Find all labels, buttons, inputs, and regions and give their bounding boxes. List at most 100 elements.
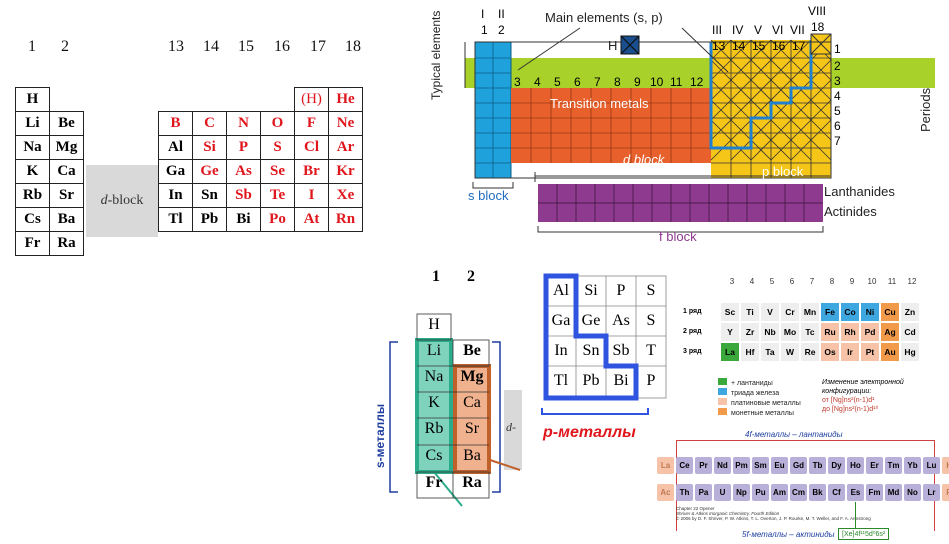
element-cell: He (328, 87, 363, 112)
s-block-label: s block (468, 188, 509, 203)
element-cell: Ru (820, 322, 840, 342)
element-cell: C (192, 111, 227, 136)
element-cell: Tm (885, 457, 902, 474)
group-roman: VI (772, 23, 783, 37)
credit-block: Chapter 22 Opener Shriver & Atkins Inorg… (676, 506, 871, 521)
legend-item: + лантаниды (718, 378, 801, 388)
element-cell: V (760, 302, 780, 322)
element-cell: Sn (192, 183, 227, 208)
group-roman: IV (732, 23, 743, 37)
element-cell: Pa (695, 484, 712, 501)
group-number: 1 (28, 38, 36, 55)
p-block-label: p block (762, 164, 804, 179)
element-cell: Nb (760, 322, 780, 342)
group-number: 14 (203, 38, 219, 55)
element-cell: Pd (860, 322, 880, 342)
element-cell: Cl (294, 135, 329, 160)
f5-label: 5f-металлы – актиниды (742, 530, 835, 539)
element-cell: Zr (740, 322, 760, 342)
period-num: 4 (834, 89, 841, 103)
element-cell: K (428, 394, 440, 411)
element-cell: T (646, 342, 656, 359)
element-cell: Na (424, 368, 444, 385)
group-num: 8 (829, 277, 835, 286)
element-cell: Rf (942, 484, 949, 501)
element-cell: Sb (612, 342, 630, 359)
group-roman: II (498, 7, 505, 21)
element-cell: Ni (860, 302, 880, 322)
element-cell: As (612, 312, 630, 329)
d-group-numbers: 3 4 5 6 7 8 9 10 11 12 (722, 277, 922, 286)
typical-elements-band (465, 58, 935, 88)
element-cell: Re (800, 342, 820, 362)
actinides-label: Actinides (824, 204, 877, 219)
row-label: 2 ряд (683, 328, 702, 335)
d-block-label-italic: d (100, 193, 108, 208)
credit-line: Chapter 22 Opener (676, 506, 715, 511)
element-cell: Fe (820, 302, 840, 322)
element-cell: Co (840, 302, 860, 322)
element-cell: Ba (463, 447, 481, 464)
element-cell: Se (260, 159, 295, 184)
element-cell: Yb (904, 457, 921, 474)
element-cell: At (294, 207, 329, 232)
element-cell: Am (771, 484, 788, 501)
element-cell: Pm (733, 457, 750, 474)
element-cell: Ca (463, 394, 481, 411)
group-number: 13 (168, 38, 184, 55)
element-cell: Er (866, 457, 883, 474)
element-cell: Cs (425, 447, 443, 464)
group-num: 15 (752, 39, 766, 53)
config-note: Изменение электронной конфигурации: от [… (822, 378, 914, 414)
transition-label: Transition metals (550, 96, 649, 111)
element-cell: In (158, 183, 193, 208)
element-cell: In (554, 342, 568, 359)
actinides-row: Ac Th Pa U Np Pu Am Cm Bk Cf Es Fm Md No… (656, 484, 949, 501)
s-block-grid (475, 42, 511, 178)
element-cell: Os (820, 342, 840, 362)
main-pointer-right (681, 27, 729, 73)
element-cell: Mn (800, 302, 820, 322)
element-cell: H (428, 316, 440, 333)
transition-num: 5 (554, 75, 561, 89)
note-line: от [Ng]ns²(n-1)d¹ (822, 397, 875, 404)
element-cell: Be (463, 342, 481, 359)
element-cell: Th (676, 484, 693, 501)
element-cell: Sr (464, 420, 480, 437)
group-num: 14 (732, 39, 746, 53)
legend-label: триада железа (731, 390, 780, 397)
f4-label: 4f-металлы – лантаниды (745, 430, 843, 439)
group-num: 6 (789, 277, 795, 286)
transition-num: 10 (650, 75, 664, 89)
element-cell: Fr (15, 231, 50, 256)
transition-num: 3 (514, 75, 521, 89)
element-cell: Cr (780, 302, 800, 322)
element-cell: Ge (192, 159, 227, 184)
element-cell: Tb (809, 457, 826, 474)
main-pointer-left (517, 27, 581, 71)
table-frame (474, 41, 832, 179)
element-cell: Ti (740, 302, 760, 322)
element-cell: Ca (49, 159, 84, 184)
element-cell: Tl (553, 372, 569, 389)
group-number: 16 (274, 38, 290, 55)
transition-num: 8 (614, 75, 621, 89)
element-cell: Ce (676, 457, 693, 474)
d-block-partial (504, 390, 522, 470)
element-cell: S (646, 282, 656, 299)
d-block-partial-label: d- (506, 420, 516, 434)
element-cell: Pr (695, 457, 712, 474)
element-cell: Cs (15, 207, 50, 232)
element-cell: U (714, 484, 731, 501)
transition-num: 12 (690, 75, 704, 89)
s-metals-diagram: s-металлы (373, 313, 521, 507)
transition-num: 9 (634, 75, 641, 89)
element-cell: Pb (582, 372, 600, 389)
element-cell: Al (158, 135, 193, 160)
group-num: 12 (907, 277, 917, 286)
p-metals-diagram (541, 273, 667, 415)
element-cell: P (226, 135, 261, 160)
element-cell: Xe (328, 183, 363, 208)
element-cell: Li (15, 111, 50, 136)
element-cell: Bi (613, 372, 629, 389)
